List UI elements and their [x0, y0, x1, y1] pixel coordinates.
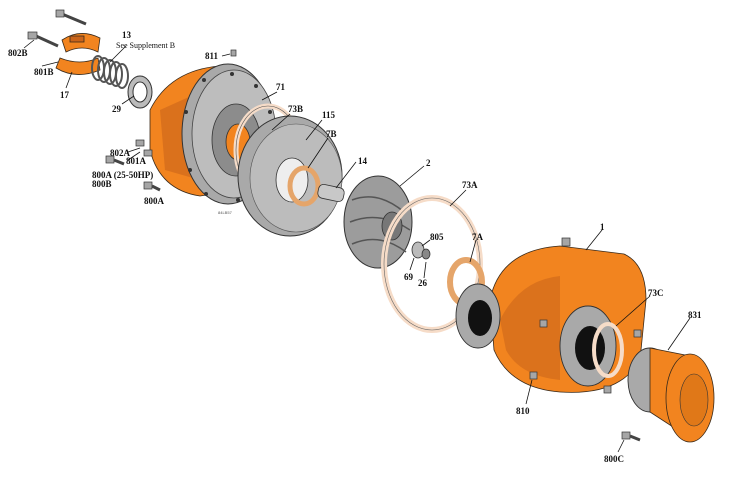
- label-see-supplement-b: See Supplement B: [116, 41, 175, 50]
- callout-labels: 802B 801B 17 13 See Supplement B 29 811 …: [8, 30, 702, 464]
- leader-lines: [23, 39, 691, 453]
- label-2: 2: [426, 158, 431, 168]
- label-802a: 802A: [110, 148, 131, 158]
- shaft-sleeve-14: [317, 183, 345, 203]
- label-17: 17: [60, 90, 70, 100]
- label-805: 805: [430, 232, 444, 242]
- impeller-nut-805: [411, 241, 431, 260]
- adapter-71: [149, 63, 277, 205]
- label-800a: 800A: [144, 196, 165, 206]
- part-number: 84LB57: [218, 210, 233, 215]
- label-73a: 73A: [462, 180, 478, 190]
- casing-1: [455, 237, 647, 393]
- label-26: 26: [418, 278, 428, 288]
- label-29: 29: [112, 104, 122, 114]
- label-801b: 801B: [34, 67, 54, 77]
- vent-plug-811: [230, 49, 237, 57]
- label-801a: 801A: [126, 156, 147, 166]
- wear-ring-7b: [287, 165, 321, 207]
- bolt-802b: [27, 31, 59, 48]
- bolts-802a-801a: [135, 139, 153, 157]
- bolt-800a-25-50hp: [105, 155, 125, 166]
- label-13: 13: [122, 30, 132, 40]
- label-69: 69: [404, 272, 414, 282]
- label-811: 811: [205, 51, 219, 61]
- label-802b: 802B: [8, 48, 28, 58]
- bolt-800a: [143, 181, 161, 192]
- label-831: 831: [688, 310, 702, 320]
- bolt-801b: [55, 9, 87, 26]
- bolts-810: [529, 319, 642, 394]
- gasket-73c: [592, 322, 624, 378]
- label-800b: 800B: [92, 179, 112, 189]
- label-7a: 7A: [472, 232, 484, 242]
- reducer-831: [627, 347, 715, 443]
- label-73b: 73B: [288, 104, 303, 114]
- label-800c: 800C: [604, 454, 624, 464]
- label-1: 1: [600, 222, 605, 232]
- label-73c: 73C: [648, 288, 664, 298]
- bolt-800c: [621, 431, 641, 442]
- label-7b: 7B: [326, 129, 337, 139]
- impeller-2: [343, 175, 413, 269]
- gland-ring-29: [127, 75, 153, 109]
- label-800a-25-50hp: 800A (25-50HP): [92, 170, 153, 180]
- label-810: 810: [516, 406, 530, 416]
- packing-rings-13: [91, 55, 129, 89]
- label-115: 115: [322, 110, 336, 120]
- bearing-cap-17: [55, 33, 101, 75]
- label-14: 14: [358, 156, 368, 166]
- label-71: 71: [276, 82, 286, 92]
